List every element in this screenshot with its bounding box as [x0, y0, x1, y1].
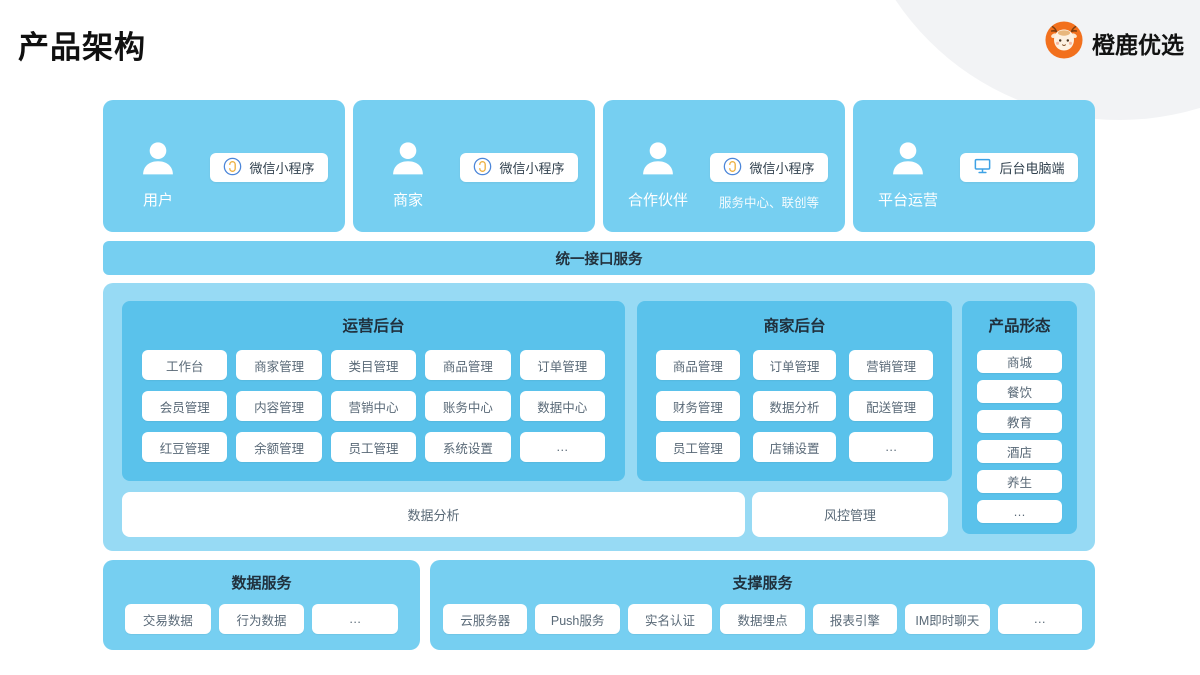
risk-control-bar: 风控管理 — [752, 492, 948, 537]
module-pill: … — [519, 432, 605, 462]
panel-merchant-backend: 商家后台 商品管理订单管理营销管理财务管理数据分析配送管理员工管理店铺设置 … — [637, 301, 952, 481]
module-pill: 订单管理 — [752, 350, 837, 380]
persona: 用户 — [125, 138, 191, 210]
module-pill: 商家管理 — [236, 350, 322, 380]
api-service-bar: 统一接口服务 — [103, 241, 1095, 275]
product-form-pill: 商城 — [977, 350, 1062, 373]
service-title: 数据服务 — [231, 575, 292, 592]
chip-label: 微信小程序 — [749, 161, 815, 176]
brand: 橙鹿优选 — [1045, 21, 1184, 64]
module-pill: 商品管理 — [656, 350, 740, 380]
miniprogram-chip: 微信小程序 — [460, 153, 578, 182]
service-pill: 云服务器 — [443, 604, 528, 634]
service-pill: 行为数据 — [218, 604, 305, 634]
service-title: 支撑服务 — [732, 575, 793, 592]
operations-modules: 工作台商家管理类目管理商品管理订单管理会员管理内容管理营销中心账务中心数据中心红… — [142, 350, 605, 462]
module-pill: 数据中心 — [519, 391, 605, 421]
panel-title: 商家后台 — [763, 318, 826, 335]
module-pill: 会员管理 — [142, 391, 228, 421]
module-pill: 员工管理 — [330, 432, 417, 462]
module-pill: 红豆管理 — [142, 432, 228, 462]
actor-card-merchant: 商家 微信小程序 — [353, 100, 595, 232]
miniprogram-icon — [723, 157, 742, 179]
module-pill: 订单管理 — [519, 350, 605, 380]
module-pill: 营销管理 — [849, 350, 933, 380]
panel-title: 产品形态 — [988, 318, 1051, 335]
actor-label: 平台运营 — [877, 192, 938, 209]
person-icon — [637, 142, 679, 184]
desktop-chip: 后台电脑端 — [960, 153, 1078, 182]
product-form-pill: 养生 — [977, 470, 1062, 493]
product-form-pill: 教育 — [977, 410, 1062, 433]
module-pill: 类目管理 — [330, 350, 417, 380]
module-pill: 配送管理 — [849, 391, 933, 421]
actors-row: 用户 微信小程序 商家 — [103, 100, 1095, 232]
module-pill: 店铺设置 — [752, 432, 837, 462]
actor-card-user: 用户 微信小程序 — [103, 100, 345, 232]
service-pill: … — [312, 604, 398, 634]
module-pill: 商品管理 — [425, 350, 511, 380]
actor-label: 商家 — [392, 192, 423, 209]
platform-container: 运营后台 工作台商家管理类目管理商品管理订单管理会员管理内容管理营销中心账务中心… — [103, 283, 1095, 551]
api-service-label: 统一接口服务 — [555, 251, 643, 268]
module-pill: … — [849, 432, 933, 462]
service-pill: … — [997, 604, 1082, 634]
person-icon — [387, 142, 429, 184]
miniprogram-chip: 微信小程序 — [710, 153, 828, 182]
panel-product-forms: 产品形态 商城餐饮教育酒店养生 … — [962, 301, 1077, 534]
person-icon — [887, 142, 929, 184]
data-services-box: 数据服务 交易数据行为数据… — [103, 560, 420, 650]
person-icon — [137, 142, 179, 184]
module-pill: 财务管理 — [656, 391, 740, 421]
service-pill: 实名认证 — [627, 604, 713, 634]
product-form-pill: … — [977, 500, 1062, 523]
service-pill: 交易数据 — [125, 604, 211, 634]
actor-card-partner: 合作伙伴 微信小程序 服务中心、联创等 — [603, 100, 845, 232]
module-pill: 余额管理 — [236, 432, 322, 462]
module-pill: 系统设置 — [425, 432, 511, 462]
actor-label: 合作伙伴 — [627, 192, 688, 209]
data-analysis-bar: 数据分析 — [122, 492, 745, 537]
module-pill: 账务中心 — [425, 391, 511, 421]
service-pill: Push服务 — [535, 604, 620, 634]
actor-note: 服务中心、联创等 — [718, 196, 819, 210]
panel-operations-backend: 运营后台 工作台商家管理类目管理商品管理订单管理会员管理内容管理营销中心账务中心… — [122, 301, 625, 481]
deer-logo-icon — [1045, 21, 1083, 64]
module-pill: 数据分析 — [752, 391, 837, 421]
actor-card-platform-ops: 平台运营 后台电脑端 — [853, 100, 1095, 232]
merchant-modules: 商品管理订单管理营销管理财务管理数据分析配送管理员工管理店铺设置 … — [656, 350, 933, 462]
module-pill: 工作台 — [142, 350, 228, 380]
miniprogram-icon — [223, 157, 242, 179]
persona: 合作伙伴 — [625, 138, 691, 210]
chip-label: 微信小程序 — [499, 161, 565, 176]
chip-label: 后台电脑端 — [999, 161, 1065, 176]
persona: 平台运营 — [875, 138, 941, 210]
brand-name: 橙鹿优选 — [1092, 31, 1184, 58]
module-pill: 员工管理 — [656, 432, 740, 462]
service-pill: 报表引擎 — [812, 604, 898, 634]
product-form-pill: 餐饮 — [977, 380, 1062, 403]
panel-title: 运营后台 — [342, 318, 405, 335]
product-form-list: 商城餐饮教育酒店养生 … — [977, 350, 1062, 523]
chip-label: 微信小程序 — [249, 161, 315, 176]
product-form-pill: 酒店 — [977, 440, 1062, 463]
persona: 商家 — [375, 138, 441, 210]
service-pill: 数据埋点 — [720, 604, 805, 634]
miniprogram-icon — [473, 157, 492, 179]
desktop-icon — [973, 157, 992, 178]
module-pill: 内容管理 — [236, 391, 322, 421]
miniprogram-chip: 微信小程序 — [210, 153, 328, 182]
module-pill: 营销中心 — [330, 391, 417, 421]
data-service-items: 交易数据行为数据… — [125, 604, 398, 634]
actor-label: 用户 — [142, 192, 173, 209]
service-pill: IM即时聊天 — [905, 604, 990, 634]
page-title: 产品架构 — [18, 30, 146, 65]
